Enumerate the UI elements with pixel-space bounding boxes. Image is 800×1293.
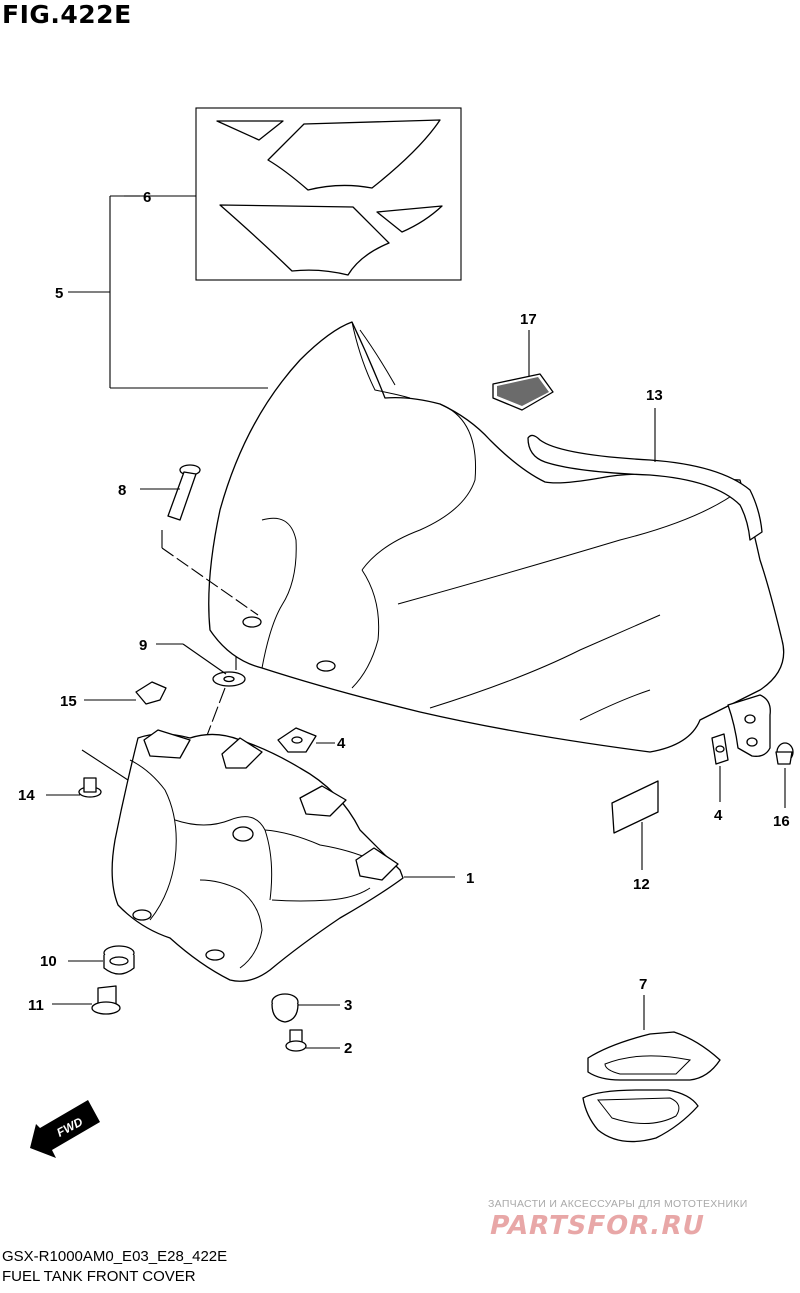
callout-3: 3 [344,997,352,1014]
clip-part-15 [84,681,167,705]
watermark-tagline: ЗАПЧАСТИ И АКСЕССУАРЫ ДЛЯ МОТОТЕХНИКИ [488,1198,748,1210]
callout-5: 5 [55,285,63,302]
watermark-logo: PARTSFOR.RU [486,1211,708,1241]
diagram-code: GSX-R1000AM0_E03_E28_422E [2,1248,228,1265]
callout-4-lower: 4 [714,807,723,824]
grommet-part-3 [271,993,340,1023]
decal-set-part-6 [195,107,462,281]
callout-1: 1 [466,870,474,887]
rivet-part-14 [46,777,102,798]
callout-13: 13 [646,387,663,404]
callout-2: 2 [344,1040,352,1057]
push-rivet-part-16 [775,742,794,808]
callout-numbers: 1 2 3 4 4 5 6 7 8 9 10 11 12 13 14 15 16… [18,189,790,1057]
lower-cover-part-1 [81,729,455,982]
pad-part-12 [611,780,659,870]
callout-16: 16 [773,813,790,830]
fuel-tank-front-cover-part-5 [208,321,785,757]
callout-bracket-5-6 [68,195,268,389]
screw-part-2 [285,1029,340,1052]
callout-8: 8 [118,482,126,499]
washer-part-9 [139,643,246,913]
callout-17: 17 [520,311,537,328]
callout-12: 12 [633,876,650,893]
diagram-caption: FUEL TANK FRONT COVER [2,1268,196,1285]
figure-title: FIG.422E [2,0,132,29]
fwd-arrow-icon: FWD [30,1100,100,1158]
strip-part-13 [527,408,763,541]
grommet-part-10 [68,945,135,975]
callout-15: 15 [60,693,77,710]
callout-6: 6 [143,189,151,206]
callout-10: 10 [40,953,57,970]
pad-part-17 [492,330,554,411]
callout-11: 11 [28,997,44,1014]
clip-nut-part-4-lower [711,733,729,802]
clip-nut-part-4-upper [277,727,335,753]
bolt-part-8 [140,464,259,616]
callout-14: 14 [18,787,35,804]
callout-7: 7 [639,976,647,993]
callout-4-upper: 4 [337,735,346,752]
callout-9: 9 [139,637,147,654]
emblem-part-7 [582,995,721,1143]
collar-part-11 [52,985,121,1015]
